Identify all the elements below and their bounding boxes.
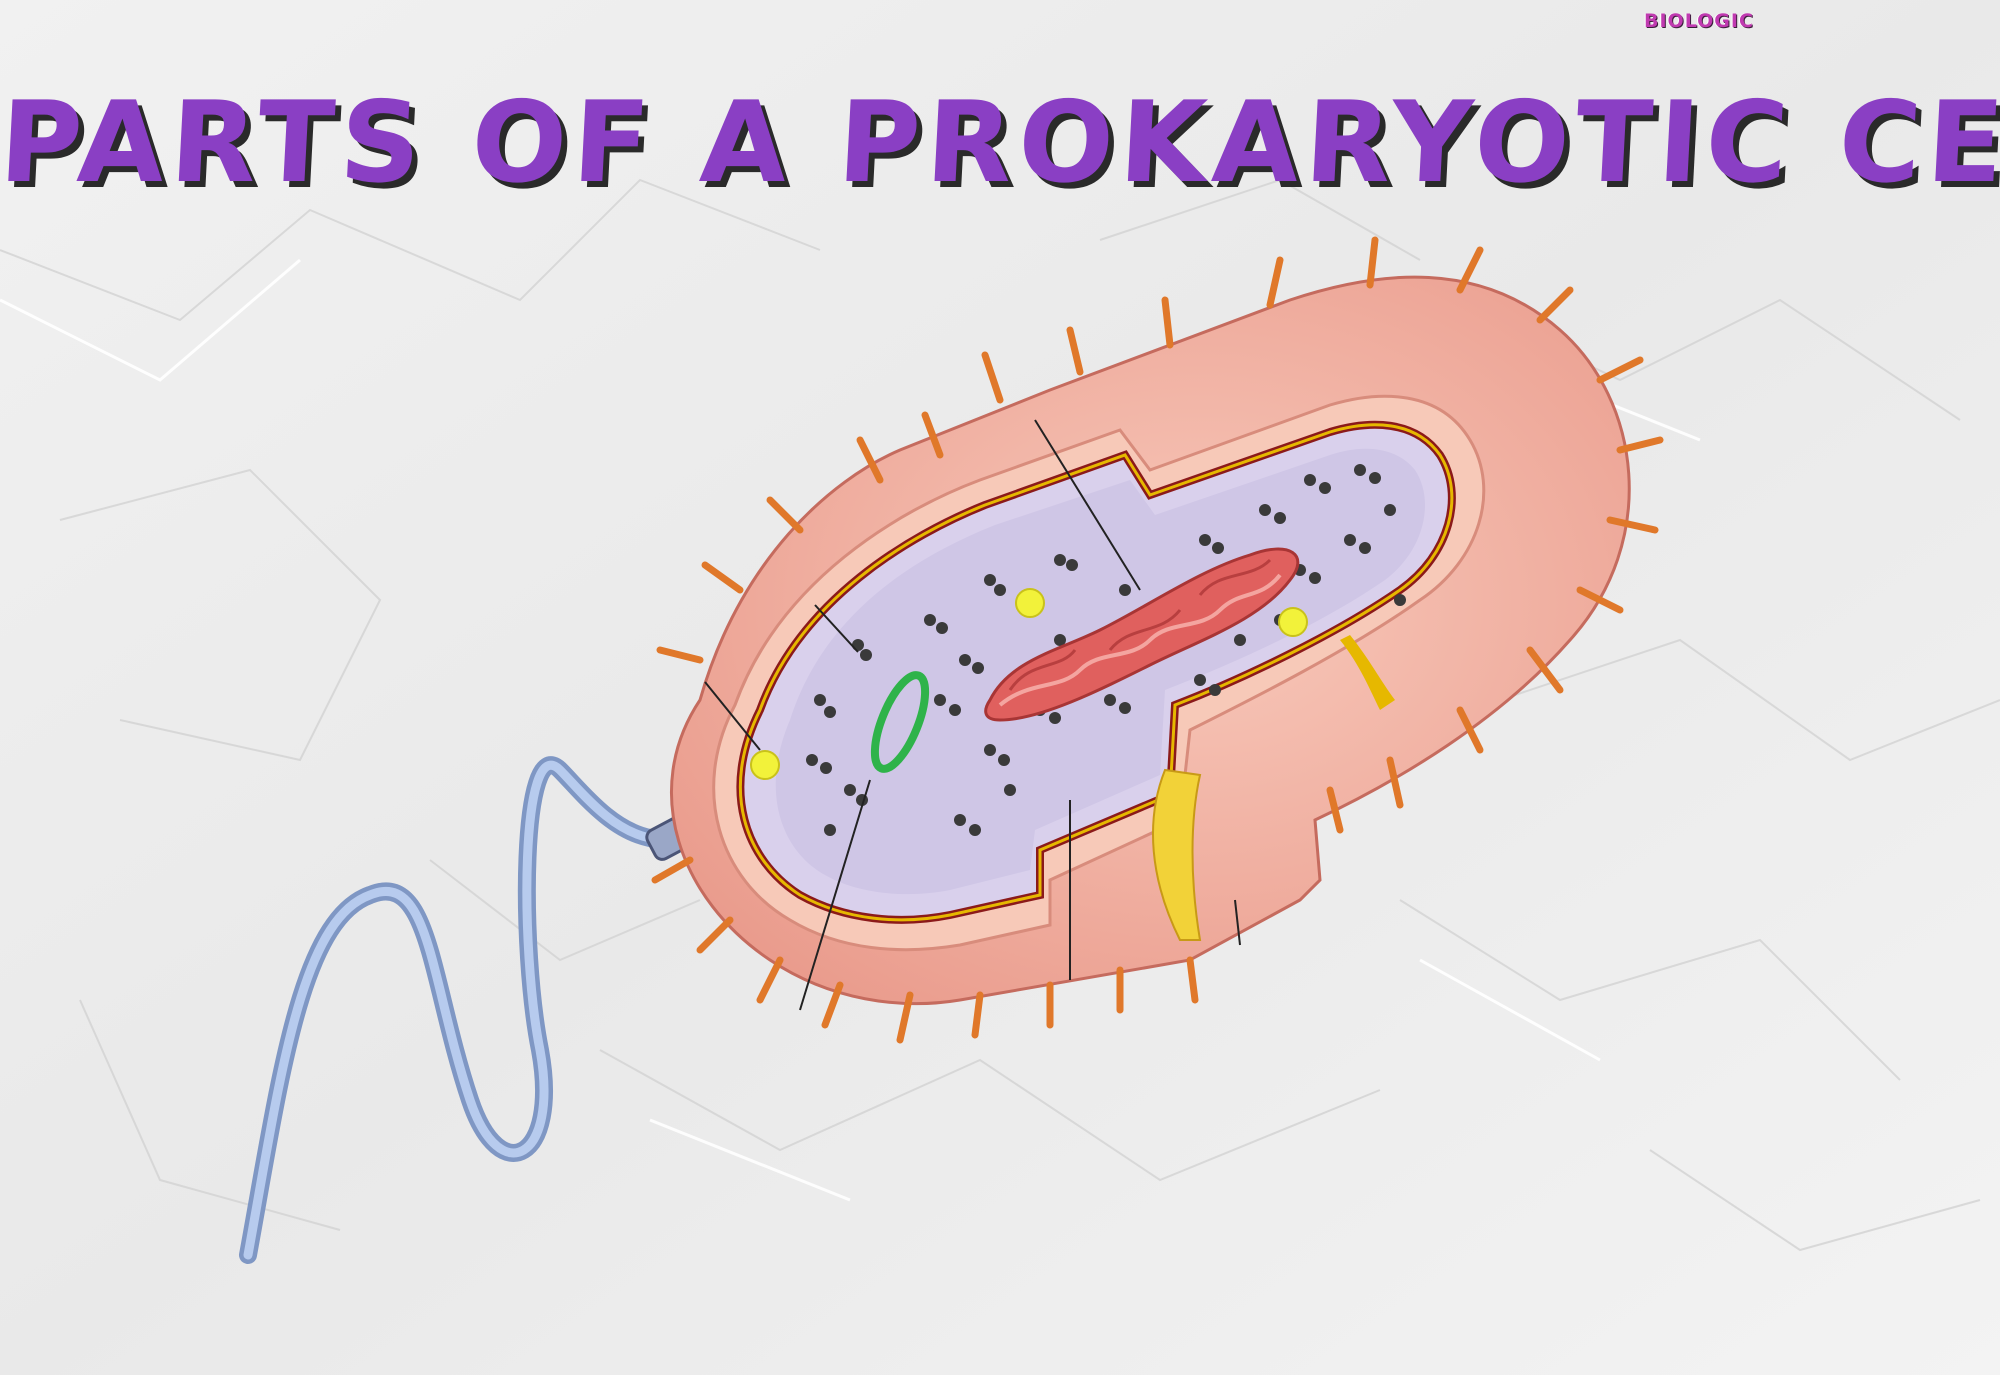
pili	[651, 236, 1664, 1044]
slime-layer	[1152, 768, 1202, 941]
label-lines	[704, 419, 1241, 1011]
flagellum-highlight	[243, 760, 655, 1260]
mesosome	[1340, 635, 1395, 710]
membrane-edge	[738, 423, 1454, 922]
brand-logo: BIOLOGIC	[1644, 10, 1754, 32]
plasmid	[870, 671, 930, 773]
inclusions	[750, 588, 1308, 780]
nucleoid	[984, 547, 1300, 722]
page-title: PARTS OF A PROKARYOTIC CELL	[0, 78, 2000, 208]
